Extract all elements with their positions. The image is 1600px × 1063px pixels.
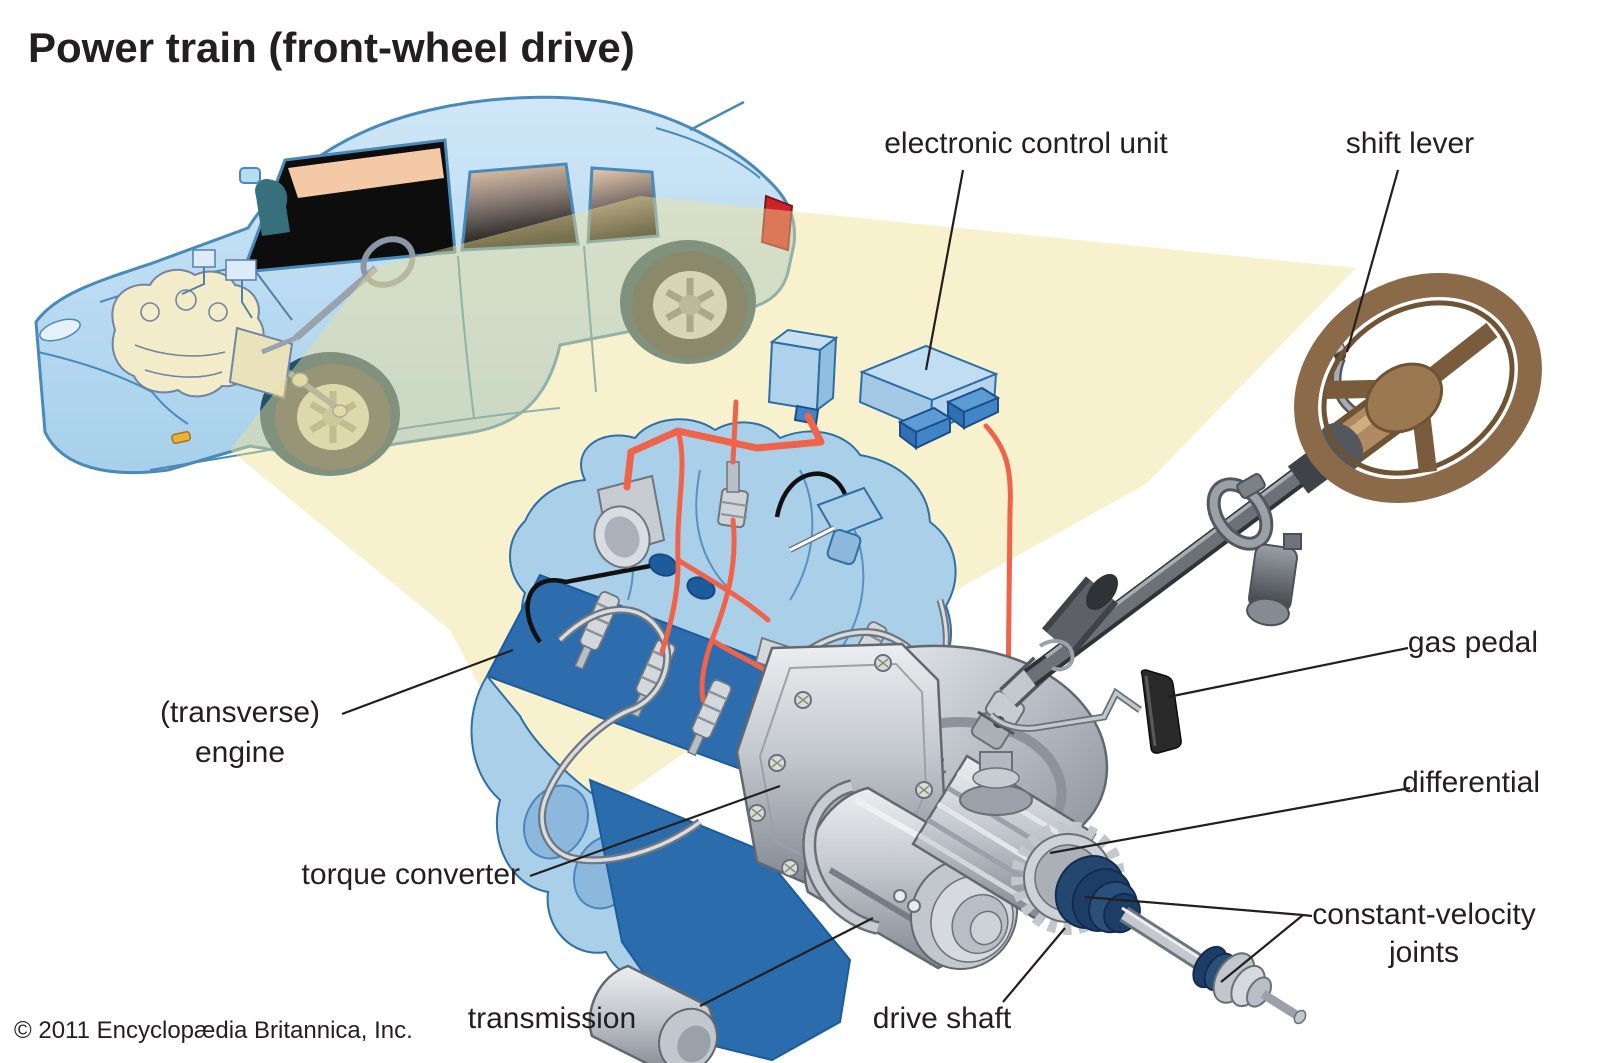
label-torque-converter: torque converter (302, 858, 520, 891)
label-constant-velocity-joints-line1: constant-velocity (1312, 898, 1535, 931)
interior-powertrain-cutaway (111, 236, 416, 418)
side-mirror (239, 167, 261, 184)
leader-drive-shaft (1002, 927, 1066, 1003)
label-transverse-engine-line2: engine (195, 736, 285, 769)
ignition-lock-cylinder (1246, 533, 1302, 627)
electronic-control-unit-box (858, 344, 1001, 450)
front-wheel (260, 352, 400, 476)
label-transmission: transmission (468, 1002, 636, 1035)
sensor-box (767, 328, 839, 426)
ecu-connector (945, 386, 1001, 430)
headlight (39, 318, 81, 342)
leader-transverse-engine (341, 648, 514, 716)
car-illustration (34, 95, 797, 476)
windshield-interior-glow (288, 148, 444, 198)
label-shift-lever: shift lever (1346, 127, 1474, 160)
front-marker-light (171, 431, 192, 444)
label-electronic-control-unit: electronic control unit (884, 127, 1168, 160)
leader-torque-converter (529, 784, 781, 878)
flange-bolts (748, 654, 933, 877)
rear-wheel (620, 240, 756, 364)
differential-illustration (911, 754, 1141, 935)
front-door-window (460, 162, 580, 252)
interior-steering-wheel (360, 236, 416, 288)
tail-light (760, 194, 794, 252)
leader-shift-lever (1345, 169, 1400, 353)
rear-quarter-window (586, 166, 660, 244)
leader-differential (1049, 786, 1411, 855)
antenna (689, 100, 745, 132)
oil-filler-cap (593, 474, 666, 569)
driver-silhouette (255, 178, 290, 236)
transmission-cylinder (802, 779, 1019, 971)
top-fitting (717, 461, 749, 529)
leader-gas-pedal (1167, 646, 1409, 699)
wiring-harness-orange (623, 399, 1013, 703)
leader-constant-velocity-joints (1084, 895, 1313, 983)
steering-wheel (1294, 272, 1542, 504)
label-differential: differential (1402, 766, 1540, 799)
gas-pedal-pad (1140, 669, 1182, 754)
column-collar (1206, 473, 1274, 551)
drive-shaft-illustration (1119, 906, 1307, 1025)
throttle-sensor (788, 486, 884, 566)
leader-electronic-control-unit (924, 169, 965, 371)
outer-cv-joint (1192, 945, 1307, 1025)
label-constant-velocity-joints-line2: joints (1388, 936, 1459, 969)
leader-transmission (699, 917, 874, 1007)
ecu-connector (897, 406, 953, 450)
label-transverse-engine-line1: (transverse) (160, 696, 320, 729)
copyright-notice: © 2011 Encyclopædia Britannica, Inc. (14, 1017, 413, 1044)
gas-pedal-assembly (988, 639, 1182, 754)
page-title: Power train (front-wheel drive) (28, 24, 635, 71)
label-gas-pedal: gas pedal (1408, 626, 1538, 659)
lower-shaft-housing (588, 964, 718, 1063)
steering-column-illustration (959, 272, 1542, 816)
label-drive-shaft: drive shaft (873, 1002, 1012, 1035)
leader-lines (341, 169, 1411, 1007)
